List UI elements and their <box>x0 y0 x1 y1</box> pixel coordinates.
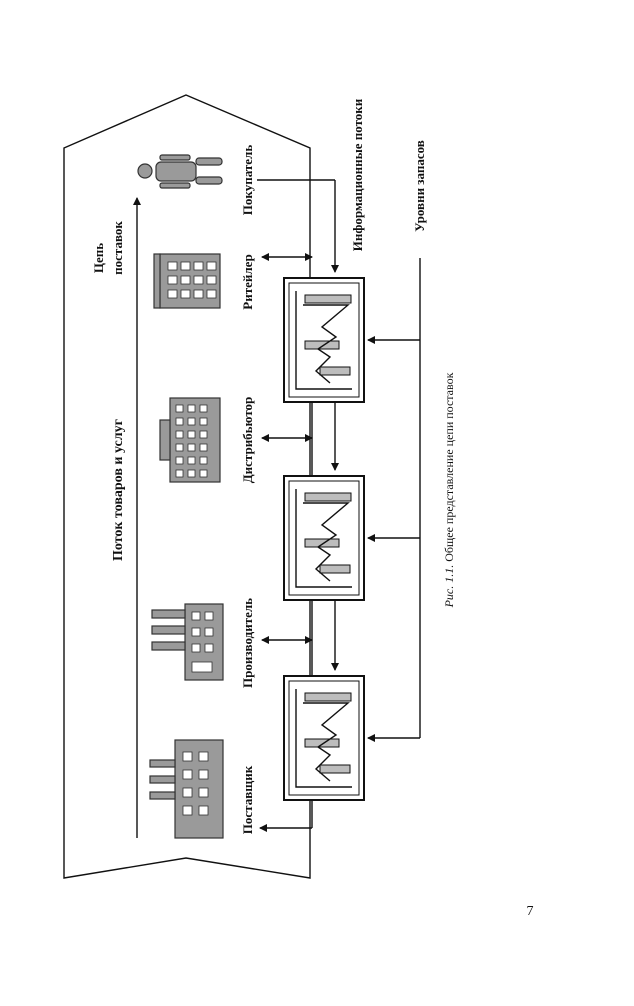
inventory-bar <box>319 564 351 574</box>
label-inventory-levels: Уровни запасов <box>412 140 427 232</box>
label-manufacturer: Производитель <box>240 598 255 688</box>
label-info-flows: Информационные потоки <box>350 98 365 251</box>
label-buyer: Покупатель <box>240 145 255 216</box>
label-distributor: Дистрибьютор <box>240 397 255 484</box>
inventory-axes <box>295 689 352 788</box>
label-supplier: Поставщик <box>240 765 255 834</box>
inventory-box-retailer-inner <box>288 282 360 398</box>
manufacturer-factory-icon <box>151 603 224 681</box>
supplier-factory-icon <box>149 739 224 839</box>
inventory-bar <box>304 538 340 548</box>
inventory-box-distributor-inner <box>288 480 360 596</box>
inventory-bar <box>304 294 352 304</box>
inventory-box-manufacturer-inner <box>288 680 360 796</box>
retailer-store-icon <box>153 253 221 309</box>
chain-chevron-outline <box>63 94 311 879</box>
inventory-axes <box>295 489 352 588</box>
inventory-bar <box>304 692 352 702</box>
figure-caption: Рис. 1.1. Общее представление цепи поста… <box>442 372 456 608</box>
flow-label: Поток товаров и услуг <box>111 419 126 561</box>
page-number: 7 <box>527 904 534 919</box>
chain-title-line2: поставок <box>110 221 125 275</box>
inventory-bar <box>304 340 340 350</box>
inventory-bar <box>304 492 352 502</box>
inventory-bar <box>304 738 340 748</box>
buyer-person-icon <box>137 154 223 189</box>
inventory-charts <box>295 291 352 788</box>
inventory-zigzag <box>303 702 350 782</box>
caption-prefix: Рис. 1.1. <box>442 565 456 609</box>
inventory-bar <box>319 366 351 376</box>
inventory-bar <box>319 764 351 774</box>
inventory-zigzag <box>303 502 350 582</box>
caption-text: Общее представление цепи поставок <box>442 372 456 564</box>
chain-title-line1: Цепь <box>91 243 106 273</box>
distributor-building-icon <box>159 397 221 483</box>
inventory-axes <box>295 291 352 390</box>
inventory-zigzag <box>303 304 350 384</box>
label-retailer: Ритейлер <box>240 254 255 309</box>
